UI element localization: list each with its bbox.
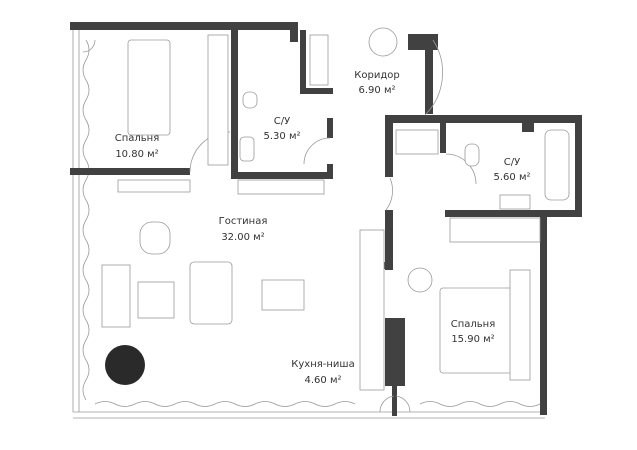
room-name: Коридор	[354, 70, 399, 81]
room-area: 32.00 м²	[221, 232, 264, 243]
toilet-2	[464, 143, 480, 167]
kitchen-counter	[359, 229, 385, 391]
room-area: 4.60 м²	[305, 375, 342, 386]
radiator	[117, 179, 191, 193]
coffee-table	[137, 281, 175, 319]
sink-2	[499, 194, 531, 210]
round-table-2	[407, 267, 433, 293]
plant-pot	[105, 345, 145, 385]
room-name: С/У	[504, 157, 520, 168]
bed-small	[127, 39, 171, 136]
console	[237, 179, 325, 195]
wardrobe-2	[395, 129, 439, 155]
bathtub	[544, 129, 570, 201]
room-name: Спальня	[115, 133, 160, 144]
room-name: Спальня	[451, 319, 496, 330]
room-name: С/У	[274, 116, 290, 127]
armchair	[139, 221, 171, 255]
closet	[309, 34, 329, 86]
tv-stand	[101, 264, 131, 328]
round-table	[368, 27, 398, 57]
sofa	[189, 261, 233, 325]
furniture	[101, 27, 570, 391]
wardrobe-3	[449, 217, 541, 243]
room-name: Гостиная	[219, 216, 268, 227]
room-area: 10.80 м²	[115, 149, 158, 160]
room-area: 5.60 м²	[494, 172, 531, 183]
dining-table	[261, 279, 305, 311]
room-name: Кухня-ниша	[291, 359, 354, 370]
bedside	[509, 269, 531, 381]
room-area: 5.30 м²	[264, 131, 301, 142]
sink	[239, 136, 255, 162]
bed-large	[439, 287, 521, 374]
exterior-windows	[72, 30, 545, 419]
room-area: 6.90 м²	[359, 85, 396, 96]
wardrobe	[207, 34, 229, 166]
room-labels: Спальня 10.80 м² С/У 5.30 м² Коридор 6.9…	[115, 70, 531, 386]
room-area: 15.90 м²	[451, 334, 494, 345]
toilet	[242, 91, 258, 109]
walls	[70, 22, 582, 416]
